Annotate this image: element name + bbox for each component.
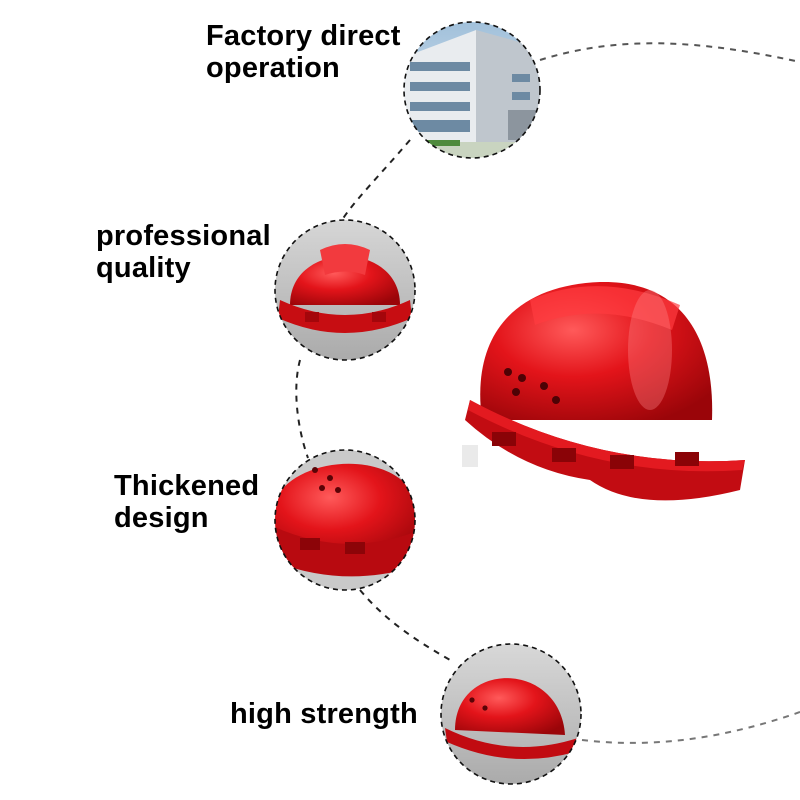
feature-label-line: design (114, 502, 209, 534)
factory-image (403, 21, 541, 159)
feature-label-line: operation (206, 52, 340, 84)
helmet-closeup-image (274, 449, 416, 591)
feature-label-line: high strength (230, 698, 418, 730)
feature-label-line: professional (96, 220, 271, 252)
feature-label-strength: high strength (230, 698, 418, 730)
dashed-connector (295, 42, 800, 744)
feature-label-line: quality (96, 252, 191, 284)
feature-label-line: Thickened (114, 470, 260, 502)
main-helmet-image (462, 281, 745, 501)
feature-label-thickened: Thickened design (114, 470, 259, 534)
feature-label-quality: professional quality (96, 220, 271, 284)
helmet-front-image (274, 219, 416, 361)
helmet-small-image (440, 643, 582, 785)
feature-label-line: Factory direct (206, 20, 401, 52)
feature-label-factory: Factory direct operation (206, 20, 401, 84)
